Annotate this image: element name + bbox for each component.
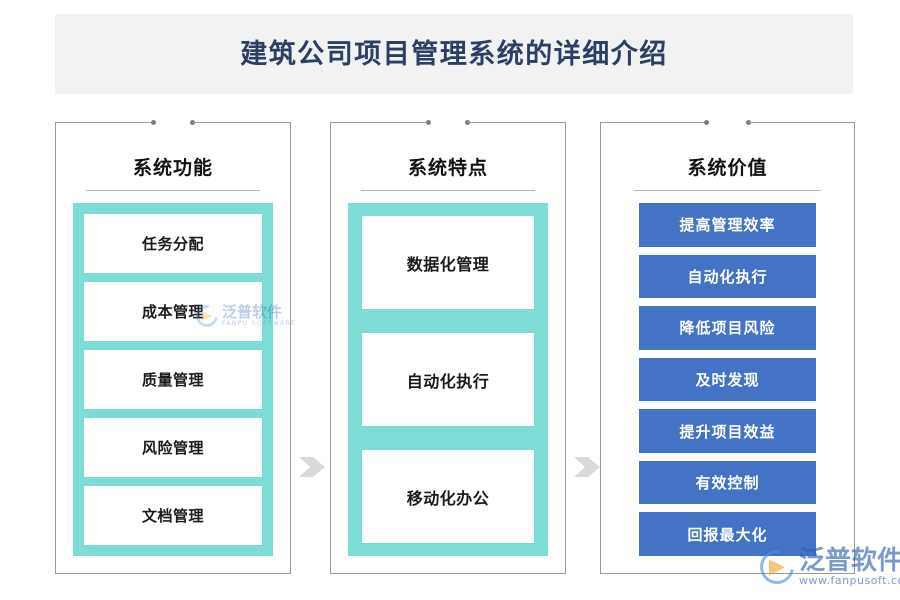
column-title: 系统特点	[407, 157, 488, 179]
column-title: 系统价值	[687, 157, 768, 179]
watermark-br-en: www.fanpusoft.com	[799, 574, 900, 588]
column-title: 系统功能	[132, 157, 213, 179]
list-item[interactable]: 提高管理效率	[639, 203, 816, 247]
chevron-right-icon	[299, 453, 325, 481]
list-item[interactable]: 有效控制	[639, 460, 816, 505]
card-top-border-decoration	[600, 120, 855, 125]
list-item[interactable]: 移动化办公	[362, 450, 534, 543]
column-card-system-value[interactable]: 系统价值 提高管理效率 自动化执行 降低项目风险 及时发现 提升项目效益 有效控…	[600, 120, 855, 574]
teal-items-container: 数据化管理 自动化执行 移动化办公	[348, 203, 548, 556]
page-title: 建筑公司项目管理系统的详细介绍	[240, 38, 668, 70]
card-top-border-decoration	[55, 120, 291, 125]
list-item[interactable]: 质量管理	[84, 350, 262, 409]
list-item[interactable]: 风险管理	[84, 418, 262, 477]
card-top-border-decoration	[330, 120, 566, 125]
columns-region: 系统功能 任务分配 成本管理 质量管理 风险管理 文档管理 系统特点 数据化管理…	[0, 120, 900, 574]
list-item[interactable]: 自动化执行	[362, 333, 534, 426]
column-card-system-functions[interactable]: 系统功能 任务分配 成本管理 质量管理 风险管理 文档管理	[55, 120, 291, 574]
header-banner: 建筑公司项目管理系统的详细介绍	[55, 14, 853, 94]
chevron-right-icon	[574, 453, 600, 481]
list-item[interactable]: 自动化执行	[639, 254, 816, 299]
list-item[interactable]: 提升项目效益	[639, 409, 816, 453]
list-item[interactable]: 回报最大化	[639, 512, 816, 557]
list-item[interactable]: 降低项目风险	[639, 306, 816, 350]
teal-items-container: 任务分配 成本管理 质量管理 风险管理 文档管理	[73, 203, 273, 556]
title-divider	[86, 190, 260, 191]
list-item[interactable]: 数据化管理	[362, 216, 534, 309]
blue-items-container: 提高管理效率 自动化执行 降低项目风险 及时发现 提升项目效益 有效控制 回报最…	[639, 203, 816, 557]
list-item[interactable]: 成本管理	[84, 282, 262, 341]
column-card-system-features[interactable]: 系统特点 数据化管理 自动化执行 移动化办公	[330, 120, 566, 574]
list-item[interactable]: 及时发现	[639, 357, 816, 402]
title-divider	[361, 190, 535, 191]
list-item[interactable]: 任务分配	[84, 214, 262, 273]
title-divider	[633, 190, 822, 191]
list-item[interactable]: 文档管理	[84, 486, 262, 545]
